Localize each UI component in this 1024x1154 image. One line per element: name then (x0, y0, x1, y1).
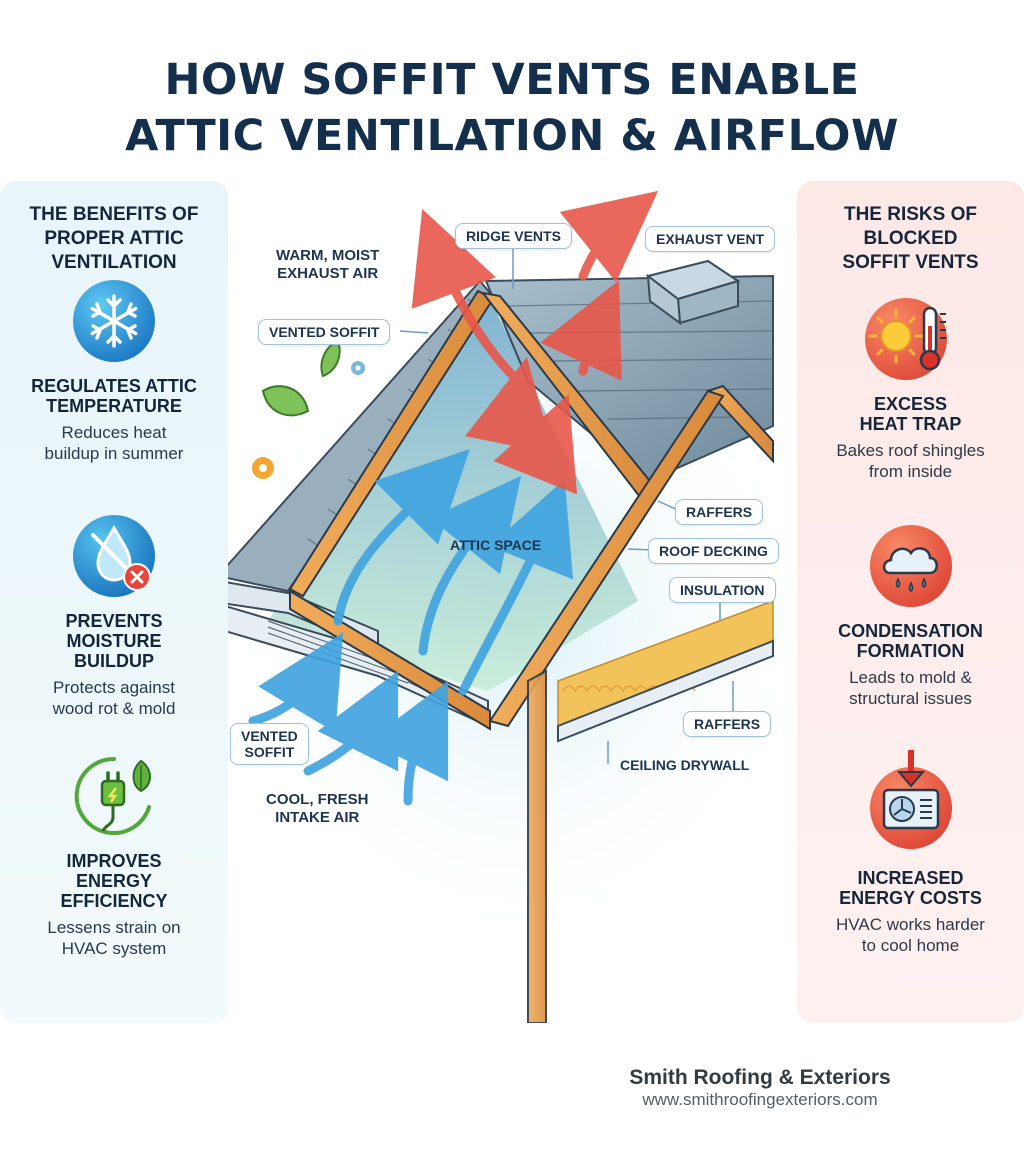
hvac-unit-icon (866, 748, 956, 858)
company-name: Smith Roofing & Exteriors (629, 1066, 891, 1089)
title-line-1: HOW SOFFIT VENTS ENABLE (164, 55, 860, 105)
risk-description: Leads to mold & structural issues (849, 668, 972, 708)
benefit-item-energy: IMPROVES ENERGY EFFICIENCY Lessens strai… (0, 751, 228, 959)
attic-diagram: WARM, MOIST EXHAUST AIR RIDGE VENTS EXHA… (207, 181, 797, 1024)
title-line-2: ATTIC VENTILATION & AIRFLOW (125, 111, 899, 161)
risk-title: CONDENSATION FORMATION (838, 621, 983, 661)
raffers-bottom-label: RAFFERS (683, 711, 772, 737)
benefit-description: Protects against wood rot & mold (52, 678, 176, 718)
company-url[interactable]: www.smithroofingexteriors.com (642, 1090, 878, 1109)
benefits-panel: THE BENEFITS OF PROPER ATTIC VENTILATION (0, 181, 228, 1023)
water-drop-blocked-icon (69, 511, 159, 601)
vented-soffit-bottom-label: VENTED SOFFIT (230, 723, 309, 765)
benefit-item-temperature: REGULATES ATTIC TEMPERATURE Reduces heat… (0, 276, 228, 464)
exhaust-vent-label: EXHAUST VENT (645, 226, 776, 252)
cool-air-arrows (248, 449, 574, 806)
benefit-title: REGULATES ATTIC TEMPERATURE (31, 376, 197, 416)
warm-air-arrows (411, 190, 659, 495)
cool-intake-label: COOL, FRESH INTAKE AIR (266, 791, 369, 826)
risk-item-heat: EXCESS HEAT TRAP Bakes roof shingles fro… (797, 294, 1024, 482)
risk-description: HVAC works harder to cool home (836, 915, 985, 955)
roof-decking-label: ROOF DECKING (648, 538, 779, 564)
wall-post (527, 669, 547, 1024)
benefit-item-moisture: PREVENTS MOISTURE BUILDUP Protects again… (0, 511, 228, 719)
benefit-description: Reduces heat buildup in summer (44, 423, 184, 463)
ridge-vents-label: RIDGE VENTS (455, 223, 572, 249)
decorative-leaves (261, 339, 341, 417)
benefit-description: Lessens strain on HVAC system (47, 918, 181, 958)
risks-heading: THE RISKS OF BLOCKED SOFFIT VENTS (842, 204, 979, 273)
warm-exhaust-label: WARM, MOIST EXHAUST AIR (276, 247, 380, 282)
rafter-right-a (706, 384, 774, 464)
insulation-label: INSULATION (669, 577, 776, 603)
rain-cloud-icon (866, 521, 956, 611)
benefit-title: IMPROVES ENERGY EFFICIENCY (60, 851, 168, 911)
rafter-right-b (488, 389, 725, 728)
risks-panel: THE RISKS OF BLOCKED SOFFIT VENTS (797, 181, 1024, 1023)
page-title: HOW SOFFIT VENTS ENABLE ATTIC VENTILATIO… (0, 52, 1024, 164)
exhaust-vent-box (645, 259, 741, 326)
gear-icon (252, 457, 274, 479)
risk-title: EXCESS HEAT TRAP (859, 394, 962, 434)
benefit-title: PREVENTS MOISTURE BUILDUP (65, 611, 163, 671)
raffers-top-label: RAFFERS (675, 499, 764, 525)
ceiling-drywall-label: CEILING DRYWALL (620, 757, 750, 773)
snowflake-icon (69, 276, 159, 366)
risk-item-condensation: CONDENSATION FORMATION Leads to mold & s… (797, 521, 1024, 709)
sun-thermometer-icon (856, 294, 966, 384)
plug-leaf-icon (69, 751, 159, 841)
risk-description: Bakes roof shingles from inside (836, 441, 985, 481)
attic-illustration (207, 190, 788, 1024)
ceiling-drywall (557, 639, 774, 743)
risk-item-energy-costs: INCREASED ENERGY COSTS HVAC works harder… (797, 748, 1024, 956)
benefits-heading: THE BENEFITS OF PROPER ATTIC VENTILATION (29, 204, 199, 273)
small-gear-icon (351, 361, 365, 375)
vented-soffit-top-label: VENTED SOFFIT (258, 319, 391, 345)
risk-title: INCREASED ENERGY COSTS (839, 868, 982, 908)
attic-space-label: ATTIC SPACE (450, 537, 542, 553)
